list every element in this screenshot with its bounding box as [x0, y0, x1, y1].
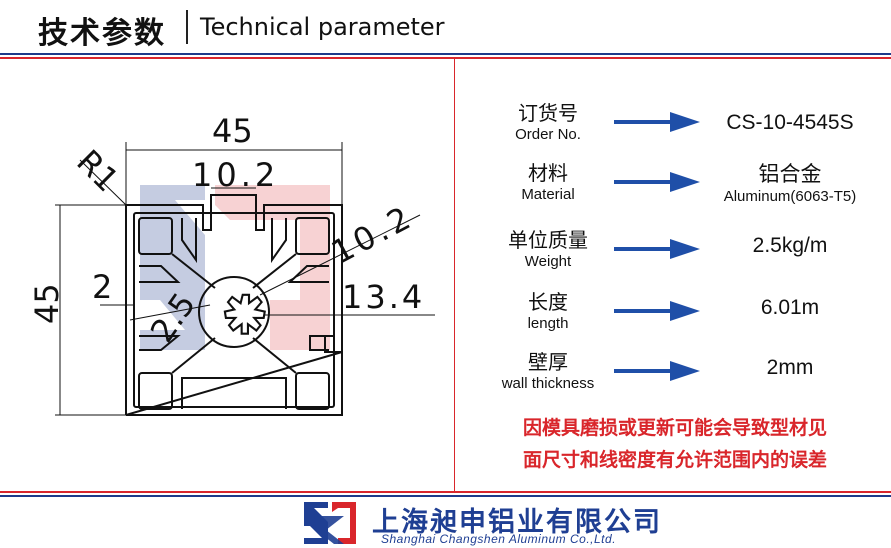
page-header: 技术参数 Technical parameter	[0, 0, 891, 54]
spec-value: 2.5kg/m	[752, 234, 828, 257]
dim-width: 45	[212, 112, 253, 150]
tolerance-notice: 因模具磨损或更新可能会导致型材见 面尺寸和线密度有允许范围内的误差	[470, 412, 880, 476]
arrow-right-icon	[614, 112, 700, 132]
section-divider	[454, 59, 455, 491]
arrow-right-icon	[614, 301, 700, 321]
arrow-right-icon	[614, 361, 700, 381]
header-rule-red	[0, 57, 891, 59]
dim-height: 45	[28, 283, 66, 324]
notice-line-1: 因模具磨损或更新可能会导致型材见	[522, 417, 827, 439]
spec-value: 2mm	[766, 356, 814, 379]
spec-weight: 单位质量 Weight 2.5kg/m	[470, 227, 880, 287]
company-logo-icon	[304, 502, 356, 544]
notice-line-2: 面尺寸和线密度有允许范围内的误差	[522, 449, 827, 471]
dim-slot: 10.2	[192, 156, 279, 194]
profile-outline	[125, 194, 343, 416]
spec-length: 长度 length 6.01m	[470, 289, 880, 349]
spec-value: 铝合金 Aluminum(6063-T5)	[723, 163, 857, 205]
title-chinese: 技术参数	[38, 16, 166, 51]
title-separator	[186, 10, 188, 44]
spec-label: 长度 length	[527, 290, 569, 332]
spec-order-no: 订货号 Order No. CS-10-4545S	[470, 100, 880, 160]
profile-drawing: 45 10.2 R1 45 2 2.5 10.2 13.4	[28, 112, 435, 416]
footer-rule-red	[0, 491, 891, 493]
dimension-lines	[55, 142, 435, 416]
header-rule-blue	[0, 53, 891, 55]
footer-rule-blue	[0, 495, 891, 497]
spec-wall-thickness: 壁厚 wall thickness 2mm	[470, 349, 880, 409]
dim-wall: 2	[92, 268, 112, 306]
dim-radius: R1	[69, 142, 126, 199]
company-name-english: Shanghai Changshen Aluminum Co.,Ltd.	[381, 532, 617, 546]
arrow-right-icon	[614, 172, 700, 192]
spec-label: 壁厚 wall thickness	[501, 350, 595, 392]
arrow-right-icon	[614, 239, 700, 259]
spec-value: CS-10-4545S	[726, 111, 854, 134]
spec-label: 单位质量 Weight	[508, 228, 588, 270]
dim-diagonal: 10.2	[325, 197, 420, 272]
spec-value: 6.01m	[760, 296, 820, 319]
dim-depth: 13.4	[342, 278, 425, 316]
spec-label: 订货号 Order No.	[515, 101, 581, 143]
title-english: Technical parameter	[200, 13, 445, 41]
company-name-chinese: 上海昶申铝业有限公司	[372, 507, 662, 538]
spec-label: 材料 Material	[521, 161, 575, 203]
spec-material: 材料 Material 铝合金 Aluminum(6063-T5)	[470, 160, 880, 220]
